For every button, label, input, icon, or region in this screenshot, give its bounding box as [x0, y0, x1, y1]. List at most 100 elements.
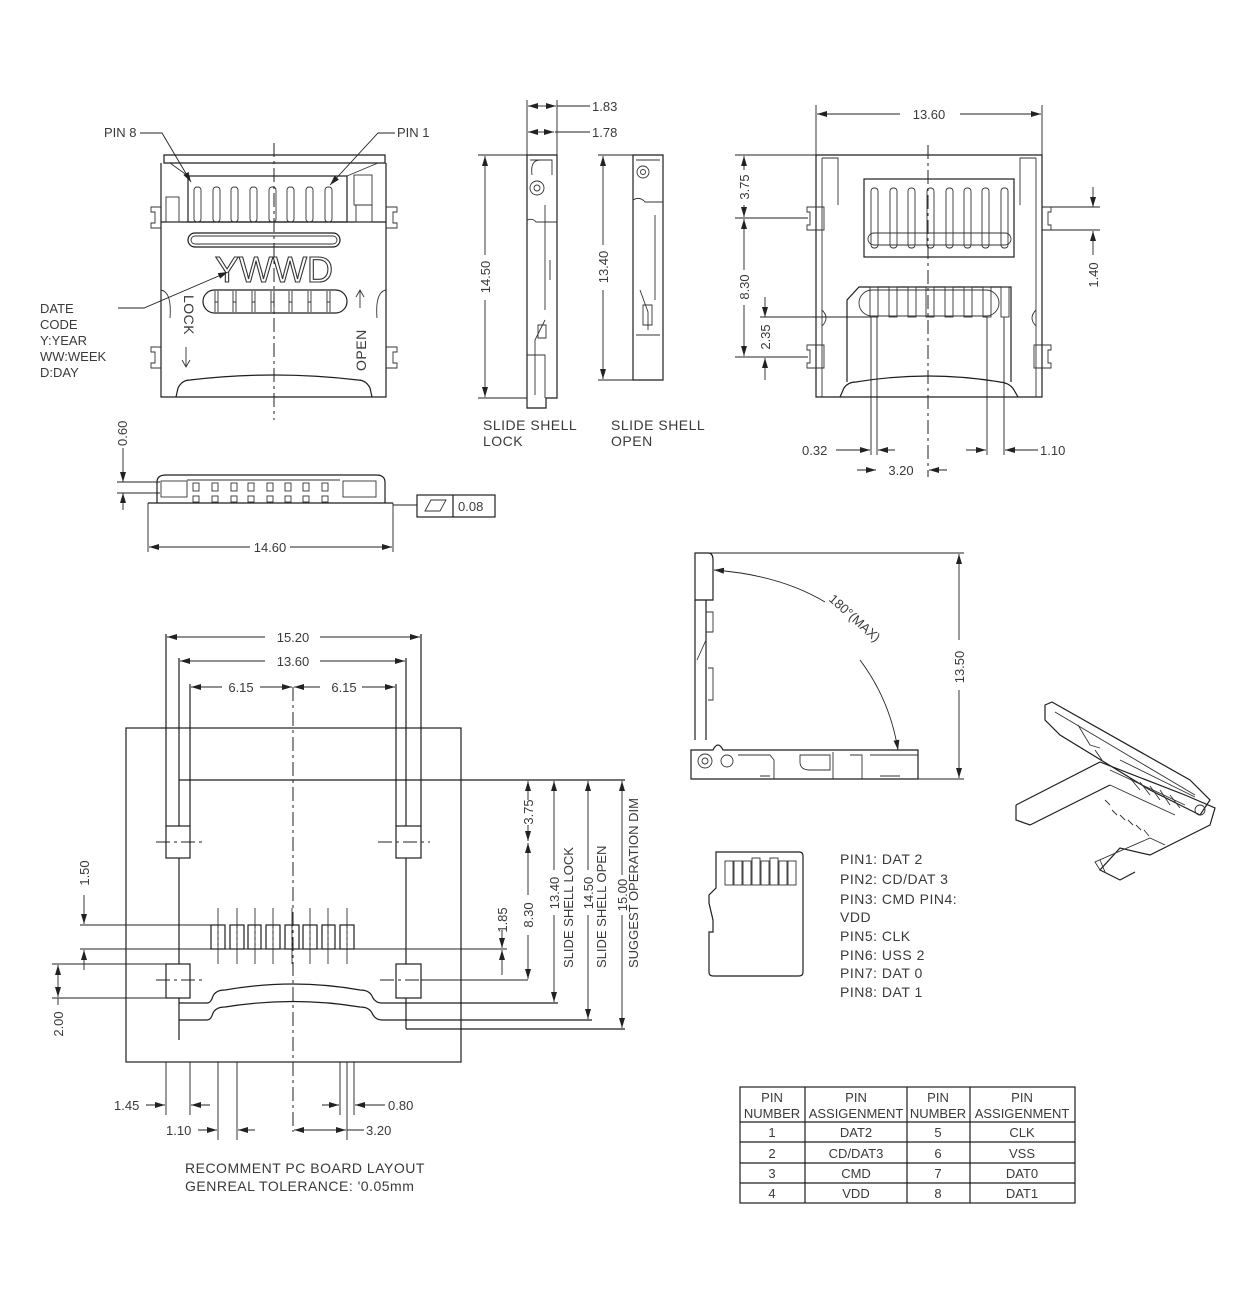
svg-text:PIN1: DAT 2: PIN1: DAT 2	[840, 851, 923, 867]
pin8-label: PIN 8	[104, 125, 137, 140]
svg-text:PIN8: DAT 1: PIN8: DAT 1	[840, 984, 923, 1000]
table-row: 3 CMD 7 DAT0	[768, 1166, 1038, 1181]
lock-caption-line1: SLIDE SHELL	[483, 417, 577, 433]
svg-text:6: 6	[934, 1146, 941, 1161]
dim-8-30: 8.30	[737, 274, 752, 299]
top-view: 13.60 3.75 8.30 2.35 1.40 0.32 1.10 3.20	[735, 105, 1101, 478]
lock-direction-label: LOCK	[181, 295, 197, 335]
dim-15-20: 15.20	[277, 630, 310, 645]
signal-pads	[210, 908, 355, 964]
dim-3-20: 3.20	[366, 1123, 391, 1138]
flatness-frame: 0.08	[416, 494, 496, 518]
upper-contacts	[867, 187, 1012, 249]
pin-list: PIN1: DAT 2 PIN2: CD/DAT 3 PIN3: CMD PIN…	[840, 851, 957, 1000]
dim-2-35: 2.35	[758, 324, 773, 349]
table-row: 4 VDD 8 DAT1	[768, 1186, 1038, 1201]
svg-text:PIN: PIN	[761, 1090, 783, 1105]
svg-text:ASSIGENMENT: ASSIGENMENT	[975, 1106, 1070, 1121]
svg-text:Y:YEAR: Y:YEAR	[40, 333, 87, 348]
open-arrow-icon	[355, 289, 365, 308]
isometric-render	[1015, 701, 1216, 881]
svg-text:NUMBER: NUMBER	[744, 1106, 800, 1121]
dim-14-50-note: SLIDE SHELL OPEN	[594, 846, 609, 968]
pad-lower-right	[395, 963, 422, 999]
pin1-label: PIN 1	[397, 125, 430, 140]
dim-1-83: 1.83	[592, 99, 617, 114]
svg-text:PIN7: DAT 0: PIN7: DAT 0	[840, 965, 923, 981]
svg-text:VDD: VDD	[842, 1186, 869, 1201]
dim-15-00-note: SUGGEST OPERATION DIM	[626, 798, 641, 968]
dim-3-75: 3.75	[521, 799, 536, 824]
svg-text:4: 4	[768, 1186, 775, 1201]
svg-text:CODE: CODE	[40, 317, 78, 332]
dim-1-10: 1.10	[166, 1123, 191, 1138]
pin-assignment-table: PIN NUMBER PIN ASSIGENMENT PIN NUMBER PI…	[739, 1086, 1076, 1204]
dim-6-15-right: 6.15	[331, 680, 356, 695]
dim-1-45: 1.45	[114, 1098, 139, 1113]
dim-14-50: 14.50	[581, 877, 596, 910]
table-row: 2 CD/DAT3 6 VSS	[768, 1146, 1035, 1161]
svg-text:PIN3: CMD PIN4:: PIN3: CMD PIN4:	[840, 891, 957, 907]
dim-1-78: 1.78	[592, 125, 617, 140]
pcb-caption-line1: RECOMMENT PC BOARD LAYOUT	[185, 1160, 425, 1176]
hinge-height-dim: 13.50	[952, 651, 967, 684]
svg-text:WW:WEEK: WW:WEEK	[40, 349, 107, 364]
svg-text:2: 2	[768, 1146, 775, 1161]
dim-1-10: 1.10	[1040, 443, 1065, 458]
dim-15-00: 15.00	[615, 879, 630, 912]
svg-text:ASSIGENMENT: ASSIGENMENT	[809, 1106, 904, 1121]
dim-2-00: 2.00	[51, 1011, 66, 1036]
dim-8-30: 8.30	[521, 902, 536, 927]
svg-text:CLK: CLK	[1009, 1125, 1035, 1140]
table-row: 1 DAT2 5 CLK	[768, 1125, 1035, 1140]
front-view: YWWD LOCK OPEN PIN 8 PIN 1 DATE CODE Y:Y…	[40, 125, 430, 420]
svg-text:PIN: PIN	[845, 1090, 867, 1105]
pin-windows	[192, 482, 329, 503]
svg-text:1: 1	[768, 1125, 775, 1140]
open-caption-line2: OPEN	[611, 433, 653, 449]
dim-13-60: 13.60	[277, 654, 310, 669]
svg-text:3: 3	[768, 1166, 775, 1181]
svg-text:PIN5: CLK: PIN5: CLK	[840, 928, 911, 944]
svg-text:DAT1: DAT1	[1006, 1186, 1038, 1201]
dim-1-50: 1.50	[77, 860, 92, 885]
svg-text:DATE: DATE	[40, 301, 74, 316]
table-header: PIN NUMBER PIN ASSIGENMENT PIN NUMBER PI…	[744, 1090, 1070, 1121]
dim-3-20: 3.20	[888, 463, 913, 478]
slide-shell-views: 1.83 1.78 14.50 13.40 SLIDE SHELL LOCK S…	[478, 99, 705, 449]
svg-text:PIN2: CD/DAT 3: PIN2: CD/DAT 3	[840, 871, 948, 887]
svg-text:DAT2: DAT2	[840, 1125, 872, 1140]
dim-3-75: 3.75	[737, 174, 752, 199]
angle-label: 180°(MAX)	[826, 591, 883, 645]
svg-text:7: 7	[934, 1166, 941, 1181]
svg-text:VDD: VDD	[840, 909, 871, 925]
height-dim: 0.60	[115, 421, 130, 446]
flatness-value: 0.08	[458, 499, 483, 514]
card-contacts	[724, 857, 797, 886]
hinge-open-view: 13.50 180°(MAX)	[690, 552, 967, 780]
svg-text:CMD: CMD	[841, 1166, 871, 1181]
lock-caption-line2: LOCK	[483, 433, 523, 449]
dim-1-85: 1.85	[495, 907, 510, 932]
dim-13-40: 13.40	[547, 877, 562, 910]
pad-lower-left	[165, 963, 191, 999]
svg-text:8: 8	[934, 1186, 941, 1201]
svg-text:PIN: PIN	[927, 1090, 949, 1105]
lock-arrow-icon	[181, 347, 191, 368]
svg-text:VSS: VSS	[1009, 1146, 1035, 1161]
svg-text:DAT0: DAT0	[1006, 1166, 1038, 1181]
svg-text:D:DAY: D:DAY	[40, 365, 79, 380]
contact-pins	[193, 186, 333, 223]
svg-text:PIN6: USS 2: PIN6: USS 2	[840, 947, 925, 963]
microsd-card-icon	[708, 851, 804, 977]
svg-text:PIN: PIN	[1011, 1090, 1033, 1105]
pcb-layout: 3.75 8.30 1.85 13.40 SLIDE SHELL LOCK 14…	[51, 630, 641, 1194]
open-caption-line1: SLIDE SHELL	[611, 417, 705, 433]
side-view: 0.60 14.60 0.08	[115, 421, 496, 555]
dim-6-15-left: 6.15	[228, 680, 253, 695]
date-code-legend: DATE CODE Y:YEAR WW:WEEK D:DAY	[40, 301, 107, 380]
open-height-dim: 13.40	[596, 251, 611, 284]
window-dividers	[214, 291, 331, 312]
dim-0-32: 0.32	[802, 443, 827, 458]
